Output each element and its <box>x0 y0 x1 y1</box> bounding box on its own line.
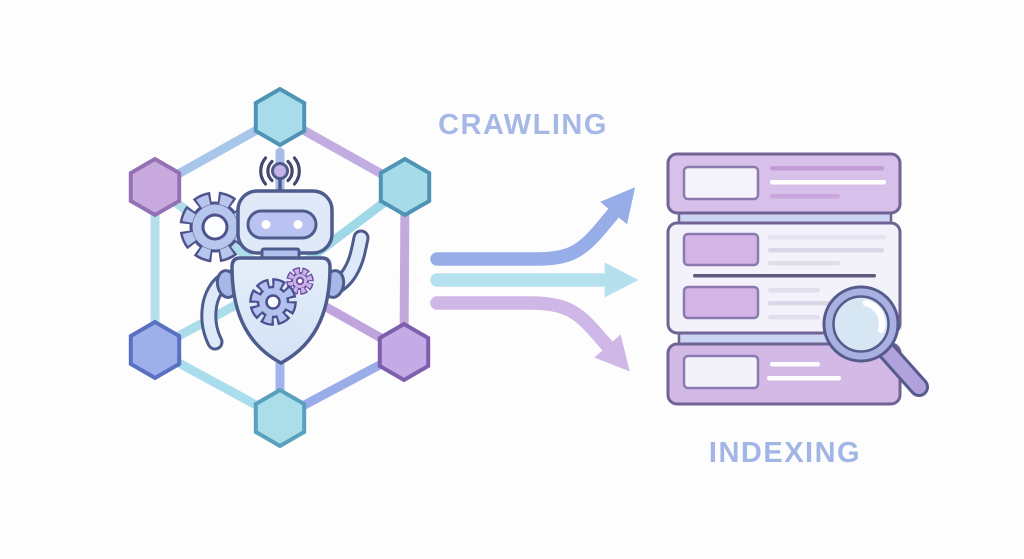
antenna-icon <box>259 156 301 193</box>
crawling-label: CRAWLING <box>438 109 608 141</box>
network-nodes <box>128 86 432 449</box>
network-node-lower-right <box>377 321 431 383</box>
gear-icon-body <box>249 278 297 326</box>
crawler-robot <box>179 156 370 365</box>
server-divider <box>693 274 876 278</box>
server-label-chip <box>682 165 760 201</box>
robot-eye-left <box>261 220 271 229</box>
gear-icon-small <box>286 267 314 295</box>
antenna-signal-waves <box>259 156 301 186</box>
server-unit-1 <box>666 152 902 215</box>
server-label-chip <box>682 285 760 320</box>
server-stack <box>666 152 929 406</box>
server-unit-3 <box>666 342 902 406</box>
robot-eye-right <box>293 220 303 229</box>
flow-arrows <box>430 187 639 372</box>
robot-head <box>236 189 334 255</box>
network-node-upper-right <box>378 156 432 218</box>
network-node-upper-left <box>128 156 182 218</box>
indexing-label: INDEXING <box>709 437 861 469</box>
arrow-up-icon <box>430 187 636 266</box>
network-node-bottom <box>253 387 307 449</box>
arrow-down-icon <box>430 296 630 372</box>
server-label-chip <box>682 354 760 390</box>
network-node-lower-left <box>128 319 182 381</box>
network-node-top <box>253 86 307 148</box>
server-label-chip <box>682 232 760 267</box>
magnifier-icon <box>822 285 929 397</box>
robot-visor <box>246 209 318 240</box>
